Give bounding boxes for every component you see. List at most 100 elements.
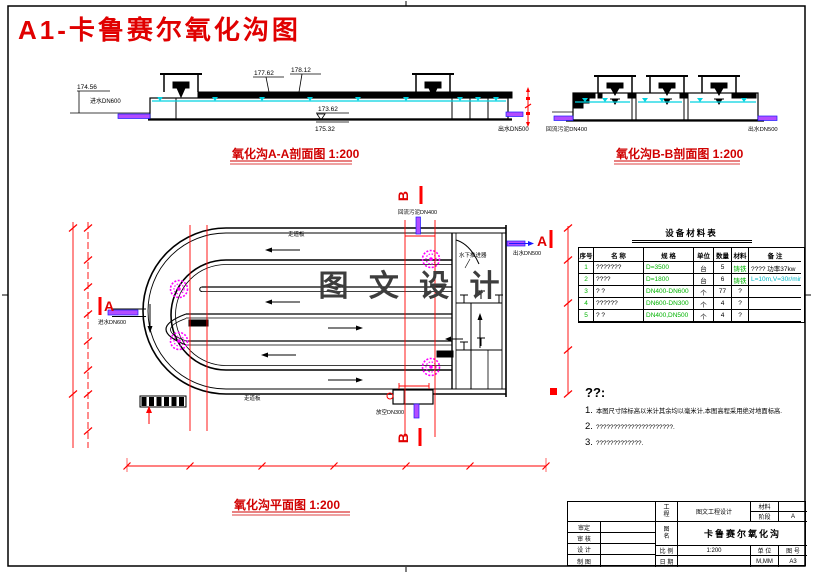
elevation-label: 173.62 [318,106,338,113]
table-cell: ? ? [594,310,644,322]
sign-label: 设 计 [568,544,601,555]
table-cell: ??????? [594,262,644,274]
table-cell: DN400,DN500 [644,310,694,322]
scale-value: 1:200 [678,546,751,556]
table-cell: DN400-DN600 [644,286,694,298]
sheet-value: A3 [789,558,797,565]
sign-value [601,555,656,567]
table-cell: 5 [579,310,594,322]
flow-arrow-icon [147,247,483,383]
elevation-label: 177.62 [254,70,274,77]
pipe-label: 放空DN300 [376,408,404,416]
walkway-label: 走道板 [288,230,305,238]
table-header: 单位 [694,248,714,262]
table-cell: ?????? [594,298,644,310]
section-marker-a: A [104,298,114,314]
section-marker-a: A [537,233,547,249]
section-aa-caption: 氧化沟A-A剖面图 1:200 [231,146,360,161]
table-header: 数量 [714,248,732,262]
table-cell: 4 [714,298,732,310]
date-label: 日 期 [656,556,678,567]
table-cell: 5 [714,262,732,274]
unit-value: M,MM [751,556,779,567]
sign-label: 制 图 [568,555,601,567]
table-header: 序号 [579,248,594,262]
drawing-name-label: 图 名 [656,522,678,546]
table-cell: DN600-DN300 [644,298,694,310]
pipe-label: 出水DN500 [748,125,778,133]
water-level-icon [152,97,506,102]
note-text: 本图尺寸除标高以米计其余均以毫米计,本图高程采用绝对地面标高. [595,408,783,415]
table-cell: 2 [579,274,594,286]
thruster-label: 水下推进器 [459,251,487,259]
sludge-pipe-icon [553,115,574,121]
note-number: 3. [585,437,593,448]
section-bb: 回流污泥DN400 出水DN500 氧化沟B-B剖面图 1:200 [546,75,778,165]
table-cell: 4 [714,310,732,322]
walkway-label: 走道板 [244,394,261,402]
material-value [779,502,807,512]
materials-table-title: 设备材料表 [631,227,752,243]
pipe-label: 出水DN500 [513,249,541,257]
table-cell: 1 [579,262,594,274]
sign-label: 审 核 [568,533,601,544]
section-cut-lines [98,186,553,446]
inlet-pipe-icon [107,309,139,316]
table-cell: ? ? [594,286,644,298]
material-label: 材料 [751,502,779,512]
note-item: 1. 本图尺寸除标高以米计其余均以毫米计,本图高程采用绝对地面标高. [585,405,800,416]
outlet-pipe-icon [757,115,778,121]
materials-table: 设备材料表 序号 名 称 规 格 单位 数量 材料 备 注 1 ??????? … [578,227,805,323]
ladder-icon [139,395,187,408]
elevation-label: 178.12 [291,67,311,74]
drawing-name-value: 卡鲁赛尔氧化沟 [678,522,807,546]
table-cell: ? [732,286,749,298]
note-text: ?????????????. [595,440,644,447]
table-cell: ? [732,298,749,310]
note-number: 1. [585,405,593,416]
pipe-label: 进水DN600 [98,318,126,326]
table-cell: D=3500 [644,262,694,274]
drain-pipe-icon [413,403,420,419]
table-cell: 3 [579,286,594,298]
table-cell: 个 [694,310,714,322]
table-cell: 铸铁 [732,262,749,274]
dimension-line [68,222,573,472]
plan-view: B B A A 回流污泥DN400 出水DN500 进水DN600 放空DN30… [68,186,573,516]
scale-label: 比 例 [656,546,678,556]
water-level-icon [575,98,756,103]
table-cell [749,298,801,310]
table-cell [749,310,801,322]
sign-value [601,533,656,544]
plan-caption: 氧化沟平面图 1:200 [233,497,340,512]
elevation-label: 174.56 [77,84,97,91]
watermark: 图 文 设 计 [318,269,505,303]
pipe-label: 出水DN500 [498,125,529,133]
table-header: 备 注 [749,248,801,262]
table-cell: 6 [714,274,732,286]
notes: ??: 1. 本图尺寸除标高以米计其余均以毫米计,本图高程采用绝对地面标高. 2… [585,385,800,448]
table-header: 规 格 [644,248,694,262]
section-marker-b: B [395,191,411,201]
aerator-platform-icon [160,73,202,99]
table-cell: ???? [594,274,644,286]
table-cell: 台 [694,274,714,286]
notes-title: ??: [585,385,606,400]
sign-value [601,522,656,533]
sign-value [601,544,656,555]
pipe-label: 回流污泥DN400 [398,208,437,216]
sheet-label: 图 号 [779,546,807,556]
table-cell: 铸铁 [732,274,749,286]
table-cell: 77 [714,286,732,298]
table-cell: 个 [694,286,714,298]
table-cell: 个 [694,298,714,310]
title-block-blank [568,502,656,522]
table-cell: 台 [694,262,714,274]
sign-label: 审定 [568,522,601,533]
pipe-label: 进水DN600 [90,97,121,105]
title-block: 审定 审 核 设 计 制 图 工 程 图文工程设计 材料 阶段 A 图 名 卡鲁… [567,501,807,567]
dimension-line [524,87,532,127]
note-item: 3. ?????????????. [585,437,800,448]
note-item: 2. ??????????????????????. [585,421,800,432]
